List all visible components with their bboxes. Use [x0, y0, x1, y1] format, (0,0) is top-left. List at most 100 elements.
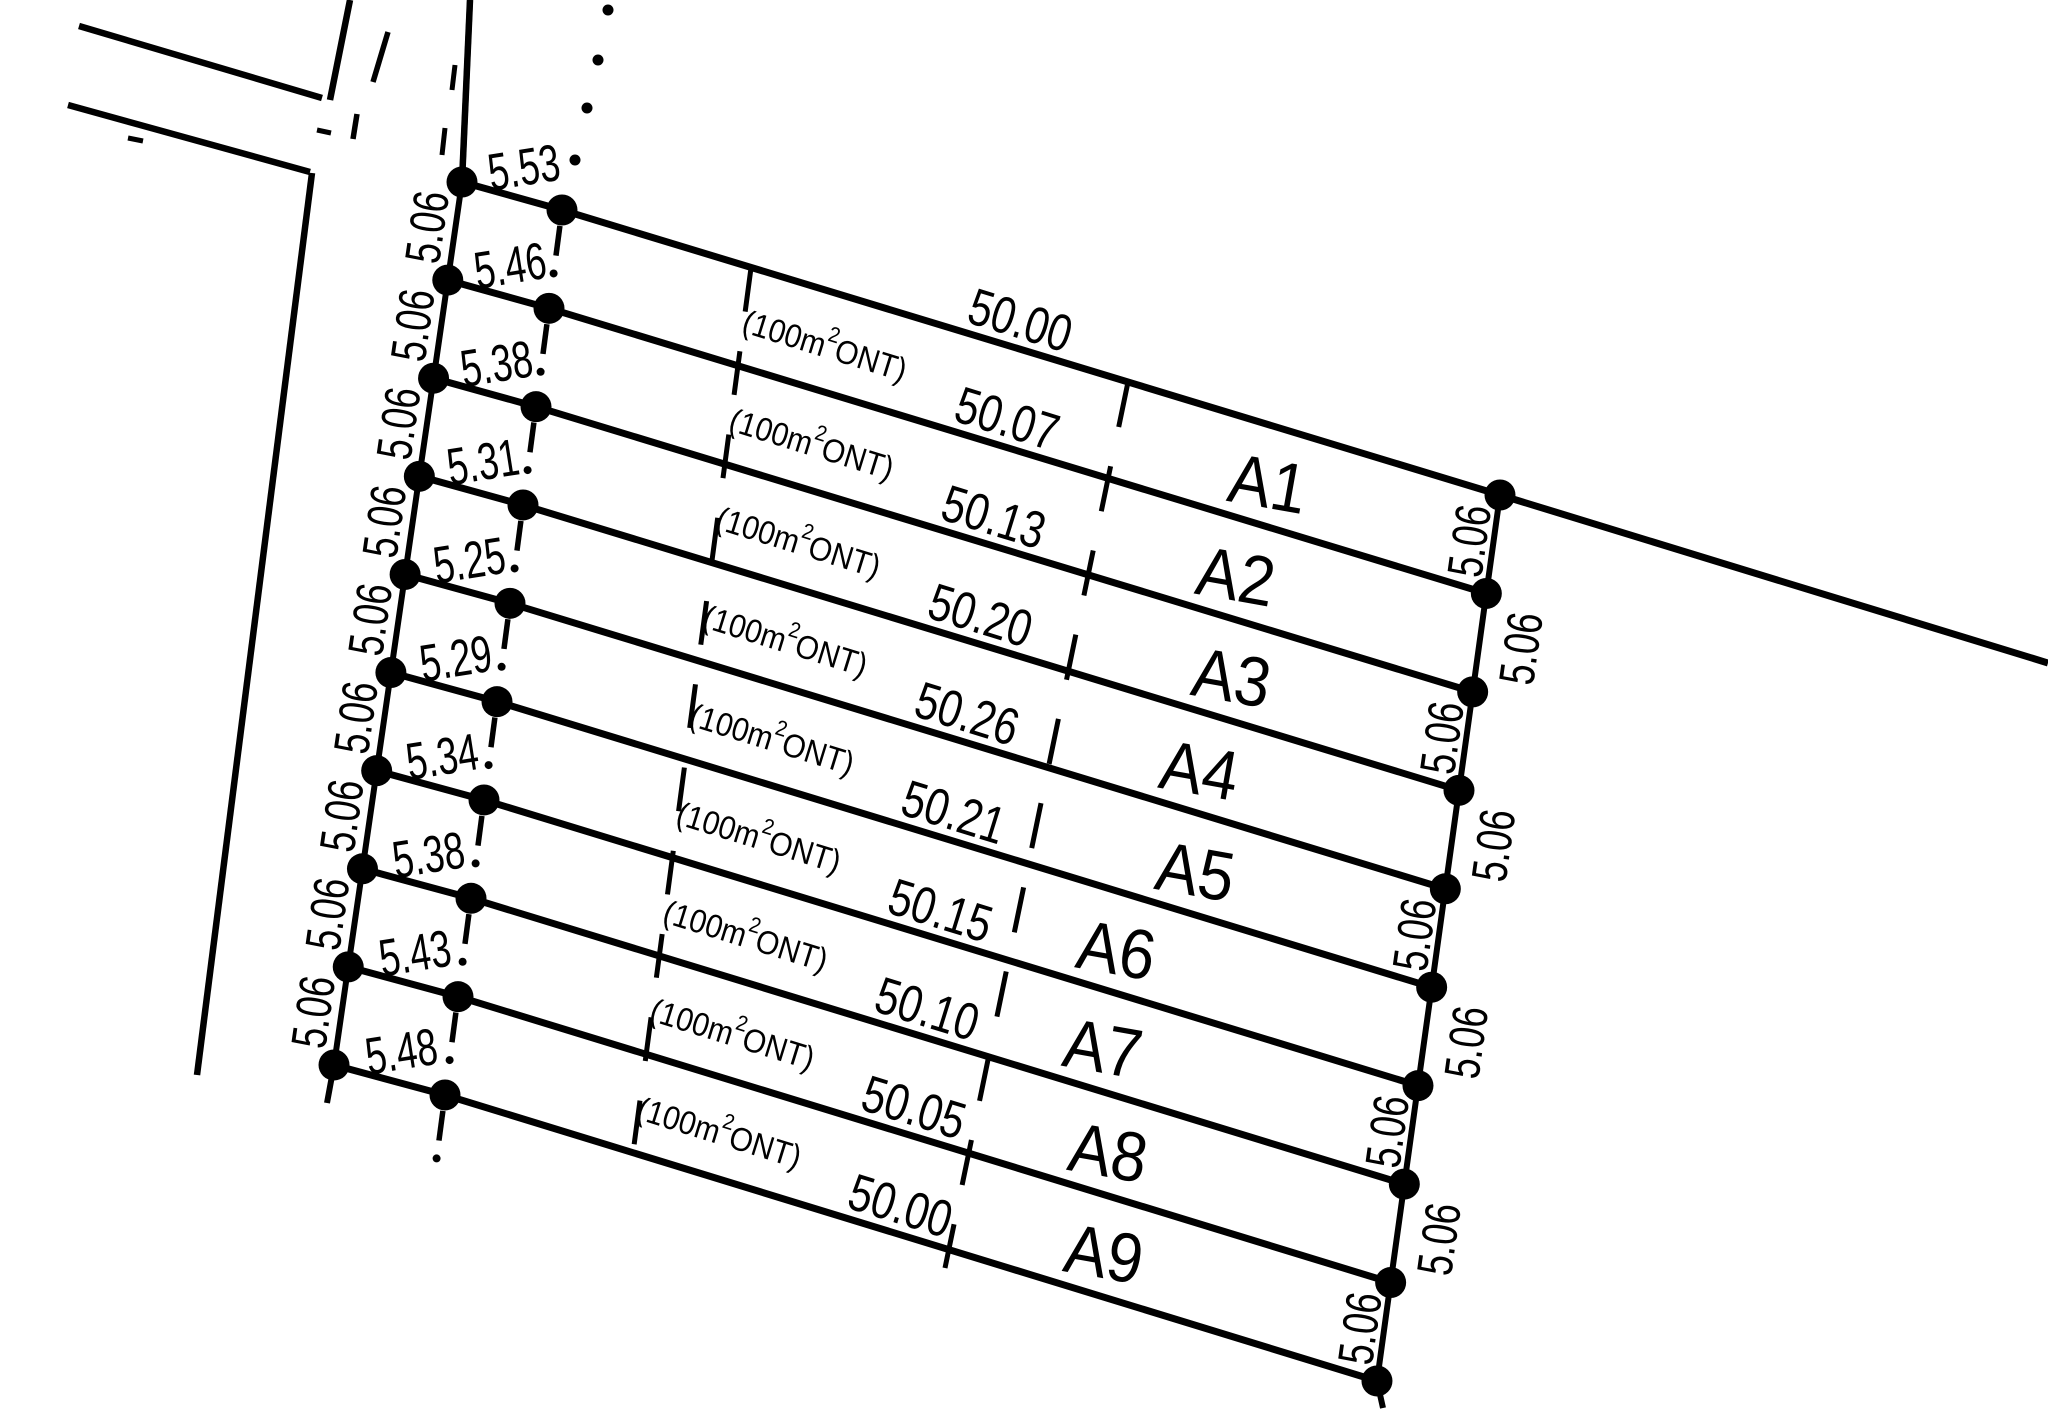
survey-point [1484, 479, 1516, 511]
edge-interval-label: 5.06 [1406, 1200, 1471, 1279]
edge-interval-label: 5.06 [337, 580, 403, 659]
setback-dash [501, 618, 511, 650]
survey-point [418, 362, 450, 394]
setback-dot [458, 957, 467, 966]
edge-interval-label: 5.06 [309, 776, 375, 855]
edge-interval-label: 5.06 [366, 384, 432, 463]
survey-point [389, 558, 421, 590]
parcel-id-label: A7 [1058, 1003, 1148, 1093]
setback-dot [484, 761, 493, 770]
frontage-label: 5.48 [361, 1018, 441, 1087]
survey-point [533, 292, 565, 324]
survey-point [507, 489, 539, 521]
setback-dot [445, 1056, 454, 1065]
setback-dash [553, 225, 563, 256]
misc-dash [439, 127, 448, 156]
parcel-boundary-line [461, 178, 2048, 667]
road-centerline-dash [370, 31, 391, 83]
edge-interval-label: 5.06 [1382, 895, 1447, 974]
survey-point [1443, 774, 1475, 806]
parcel-id-label: A9 [1059, 1209, 1149, 1299]
dotted-line-point [592, 54, 604, 66]
edge-interval-label: 5.06 [352, 482, 418, 561]
setback-dot [523, 466, 532, 475]
parcel-id-label: A5 [1150, 827, 1240, 917]
setback-dash [540, 323, 550, 355]
misc-dash [449, 64, 458, 91]
parcel-id-label: A3 [1187, 633, 1277, 723]
parcel-id-label: A8 [1063, 1108, 1153, 1198]
survey-point [432, 264, 464, 296]
parcel-id-label: A1 [1223, 439, 1313, 529]
survey-point [520, 391, 552, 423]
frontage-label: 5.43 [375, 920, 455, 989]
setback-dot [536, 367, 545, 376]
setback-dash [475, 815, 485, 846]
setback-dot [549, 269, 558, 278]
survey-point [1470, 577, 1502, 609]
survey-point [1402, 1070, 1434, 1102]
zone-divider-dashed [942, 381, 1131, 1269]
edge-interval-label: 5.06 [1488, 609, 1553, 688]
edge-interval-label: 5.06 [1461, 806, 1526, 885]
edge-interval-label: 5.06 [1437, 501, 1502, 580]
setback-dash [488, 717, 498, 748]
edge-interval-label: 5.06 [380, 286, 446, 365]
frontage-label: 5.38 [389, 821, 469, 890]
edge-interval-label: 5.06 [295, 874, 361, 953]
misc-dash [316, 127, 332, 136]
survey-point [361, 755, 393, 787]
survey-point [1457, 676, 1489, 708]
frontage-label: 5.38 [457, 330, 537, 399]
frontage-label: 5.31 [443, 429, 523, 498]
survey-point [1416, 971, 1448, 1003]
edge-interval-label: 5.06 [1409, 698, 1474, 777]
edge-interval-label: 5.06 [281, 972, 347, 1051]
road-edge [193, 172, 316, 1076]
setback-dot [471, 859, 480, 868]
survey-point [1388, 1168, 1420, 1200]
survey-point [481, 686, 513, 718]
setback-dash [462, 913, 472, 945]
dotted-line-point [581, 102, 593, 114]
frontage-label: 5.25 [429, 527, 509, 596]
survey-point [429, 1079, 461, 1111]
road-edge [78, 22, 323, 102]
road-edge [67, 101, 311, 176]
survey-point [455, 882, 487, 914]
survey-point [446, 166, 478, 198]
edge-interval-label: 5.06 [1355, 1092, 1420, 1171]
edge-interval-label: 5.06 [1327, 1289, 1392, 1368]
parcel-id-label: A4 [1154, 725, 1244, 815]
survey-point [318, 1049, 350, 1081]
survey-point [1361, 1365, 1393, 1397]
edge-interval-label: 5.06 [394, 187, 460, 266]
edge-interval-label: 5.06 [1434, 1003, 1499, 1082]
survey-point [403, 460, 435, 492]
frontage-label: 5.34 [402, 723, 482, 792]
survey-point [546, 194, 578, 226]
setback-dot [497, 662, 506, 671]
road-centerline-dash [350, 113, 360, 140]
survey-point [442, 981, 474, 1013]
dotted-line-point [569, 154, 581, 166]
edge-interval-label: 5.06 [323, 678, 389, 757]
survey-point [1429, 873, 1461, 905]
setback-dot [510, 564, 519, 573]
survey-point [375, 657, 407, 689]
survey-point [332, 951, 364, 983]
setback-dash [449, 1012, 459, 1043]
zone-divider-dashed [630, 267, 754, 1154]
setback-dash [436, 1110, 446, 1141]
survey-point [468, 784, 500, 816]
setback-dash [514, 520, 524, 551]
dotted-line-point [602, 4, 614, 16]
road-edge [326, 0, 354, 101]
frontage-label: 5.46 [470, 232, 550, 301]
survey-point [1375, 1267, 1407, 1299]
misc-dash [127, 135, 144, 144]
setback-dot [432, 1154, 441, 1163]
